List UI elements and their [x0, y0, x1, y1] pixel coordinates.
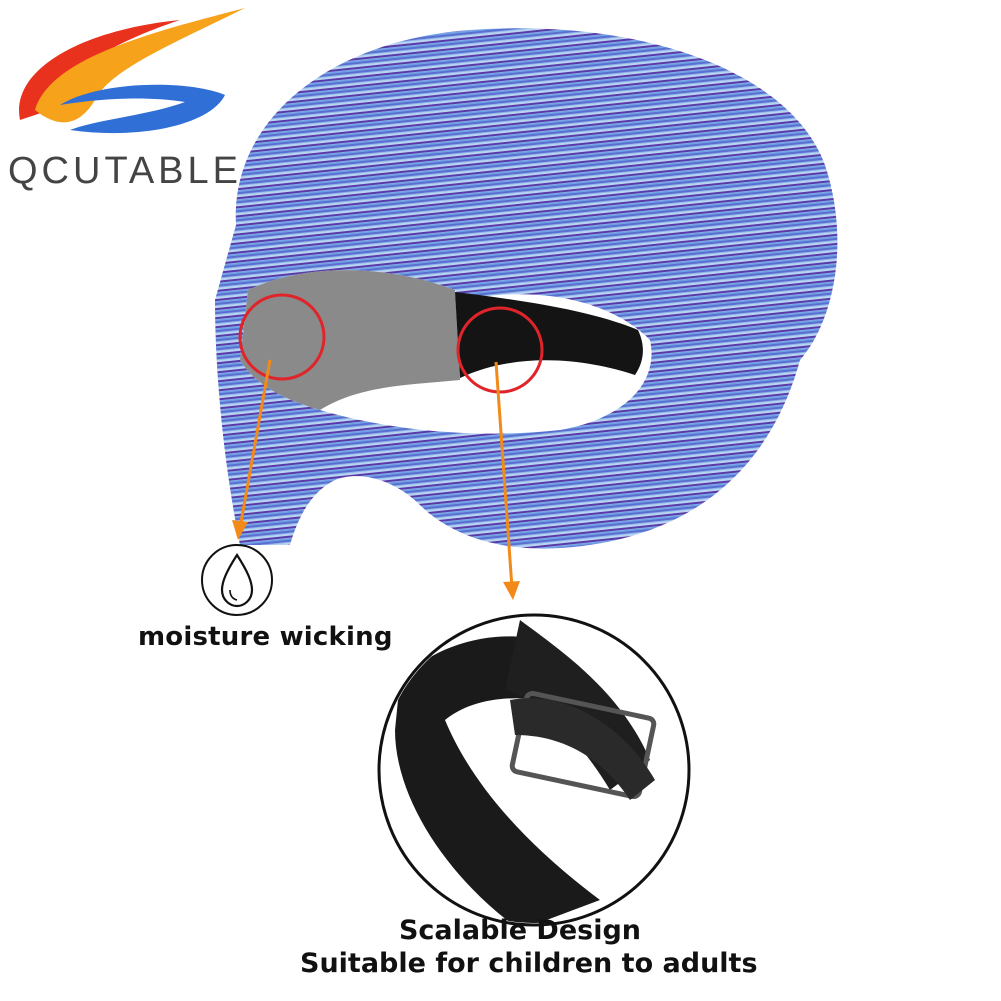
marker-pad — [238, 293, 326, 381]
gray-pad — [240, 270, 460, 410]
strap-detail-inset — [377, 613, 691, 927]
brand-logo-text: QCUTABLE — [8, 150, 243, 192]
arrow-moisture-head — [232, 520, 248, 540]
water-drop-icon — [201, 544, 273, 616]
scalable-design-line2: Suitable for children to adults — [300, 948, 758, 979]
arrow-strap — [494, 361, 514, 589]
logo-swoosh-blue — [60, 84, 225, 134]
brand-logo — [19, 8, 245, 134]
marker-strap — [456, 306, 544, 394]
scalable-design-label: Scalable Design Suitable for children to… — [300, 914, 758, 980]
scalable-design-line1: Scalable Design — [398, 915, 642, 946]
arrow-moisture — [238, 359, 272, 529]
black-strap — [455, 292, 643, 378]
arrow-strap-head — [503, 581, 520, 600]
moisture-wicking-label: moisture wicking — [138, 622, 393, 652]
